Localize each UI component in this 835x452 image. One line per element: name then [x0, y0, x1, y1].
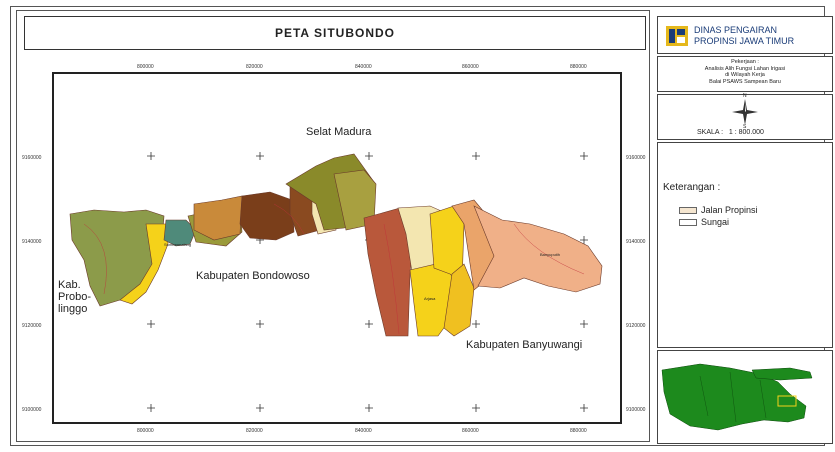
project-line3: di Wilayah Kerja: [725, 72, 765, 78]
tick-left-1: 9160000: [22, 155, 42, 161]
tick-bottom-5: 880000: [570, 428, 587, 434]
label-kab-probolinggo-1: Kab.: [58, 279, 81, 291]
tick-right-4: 9100000: [626, 407, 646, 413]
tick-right-3: 9120000: [626, 323, 646, 329]
map-title: PETA SITUBONDO: [24, 16, 646, 50]
tick-bottom-2: 820000: [246, 428, 263, 434]
scale-label: SKALA : 1 : 800.000: [697, 129, 764, 136]
tick-left-4: 9100000: [22, 407, 42, 413]
region-yellow-3: [443, 263, 475, 337]
district-label-arjasa: Arjasa: [424, 296, 436, 301]
tick-bottom-1: 800000: [137, 428, 154, 434]
river-swatch-icon: [679, 218, 697, 226]
district-labels: Banyuputih Arjasa Sumbermalang: [164, 242, 560, 301]
compass-south-label: S: [743, 124, 747, 130]
river-3: [513, 223, 585, 275]
label-kab-probolinggo-2: Probo-: [58, 291, 92, 303]
legend-item-jalan: Jalan Propinsi: [679, 205, 758, 215]
project-line4: Balai PSAWS Sampean Baru: [709, 78, 781, 85]
legend-box: [657, 142, 833, 348]
tick-top-1: 800000: [137, 64, 154, 70]
tick-left-2: 9140000: [22, 239, 42, 245]
grid-row-4: [147, 404, 588, 412]
river-4: [273, 203, 305, 235]
tick-left-3: 9120000: [22, 323, 42, 329]
district-label-banyuputih: Banyuputih: [540, 252, 560, 257]
map-title-text: PETA SITUBONDO: [274, 26, 395, 40]
madura-island: [751, 367, 813, 381]
regency-polygons: [69, 153, 603, 337]
situbondo-map: Banyuputih Arjasa Sumbermalang: [69, 152, 603, 412]
tick-top-5: 880000: [570, 64, 587, 70]
grid-row-3: [147, 320, 588, 328]
legend-title: Keterangan :: [663, 182, 721, 193]
grid-row-1: [147, 152, 588, 160]
tick-bottom-3: 840000: [355, 428, 372, 434]
tick-top-3: 840000: [355, 64, 372, 70]
district-label-sumbermalang: Sumbermalang: [164, 242, 191, 247]
river-1: [83, 223, 107, 295]
label-kab-bondowoso: Kabupaten Bondowoso: [196, 270, 310, 282]
river-2: [383, 223, 400, 335]
region-tan: [193, 195, 243, 241]
region-brown-1: [239, 191, 295, 241]
agency-logo-icon: [666, 26, 688, 46]
legend-item-sungai: Sungai: [679, 217, 729, 227]
inset-border: [699, 371, 767, 423]
compass-rose-icon: [732, 99, 758, 125]
legend-item-jalan-label: Jalan Propinsi: [701, 205, 758, 215]
tick-top-4: 860000: [462, 64, 479, 70]
region-teal: [163, 219, 197, 247]
region-olive-3: [333, 169, 377, 231]
tick-bottom-4: 860000: [462, 428, 479, 434]
label-kab-probolinggo-3: linggo: [58, 303, 88, 315]
legend-item-sungai-label: Sungai: [701, 217, 730, 227]
rivers: [83, 203, 585, 335]
compass-north-label: N: [743, 93, 747, 99]
label-kab-banyuwangi: Kabupaten Banyuwangi: [466, 339, 583, 351]
inset-map: [661, 363, 813, 431]
agency-name-line2: PROPINSI JAWA TIMUR: [694, 36, 795, 46]
project-line1: Pekerjaan :: [731, 59, 759, 65]
label-selat-madura: Selat Madura: [306, 126, 372, 138]
tick-right-2: 9140000: [626, 239, 646, 245]
road-swatch-icon: [679, 206, 697, 214]
situbondo-highlight: [777, 395, 797, 407]
agency-name-line1: DINAS PENGAIRAN: [694, 25, 778, 35]
east-java-landmass: [661, 363, 807, 431]
tick-right-1: 9160000: [626, 155, 646, 161]
project-line2: Analisis Alih Fungsi Lahan Irigasi: [704, 65, 786, 72]
project-box: Pekerjaan : Analisis Alih Fungsi Lahan I…: [657, 56, 833, 92]
map-panel: [16, 10, 650, 442]
tick-top-2: 820000: [246, 64, 263, 70]
